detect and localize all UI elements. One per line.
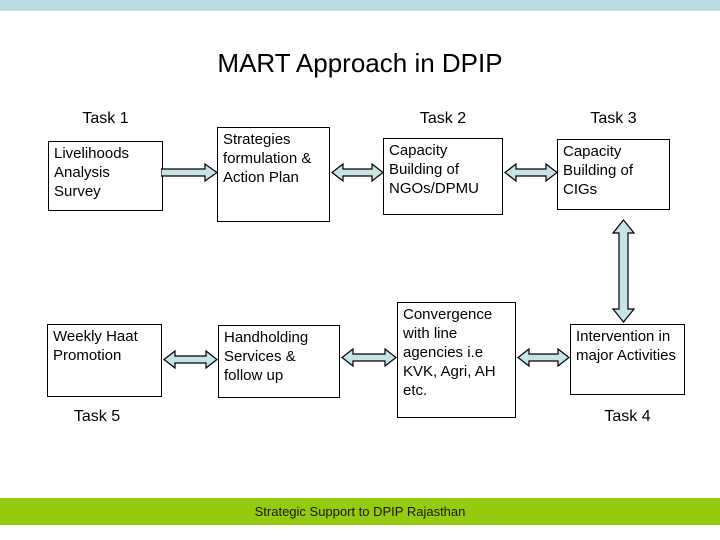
- task-1-label: Task 1: [82, 110, 129, 127]
- task-3-label: Task 3: [590, 110, 637, 127]
- arrow-weekly-haat-handholding-double-icon: [163, 349, 218, 370]
- box-capacity-building-ngos-dpmu: Capacity Building of NGOs/DPMU: [383, 138, 503, 215]
- arrow-convergence-intervention-double-icon: [517, 347, 570, 368]
- arrow-livelihoods-to-strategies-icon: [161, 162, 218, 183]
- slide-title: MART Approach in DPIP: [217, 48, 503, 78]
- task-5-label: Task 5: [73, 408, 121, 425]
- footer-accent-bar: Strategic Support to DPIP Rajasthan: [0, 498, 720, 525]
- box-handholding-services-follow-up: Handholding Services & follow up: [218, 325, 340, 398]
- arrow-strategies-capacity-ngos-double-icon: [331, 162, 384, 183]
- footer-text: Strategic Support to DPIP Rajasthan: [254, 504, 466, 519]
- box-livelihoods-analysis-survey: Livelihoods Analysis Survey: [48, 141, 163, 211]
- box-intervention-major-activities: Intervention in major Activities: [570, 324, 685, 395]
- top-accent-bar: [0, 0, 720, 11]
- box-strategies-formulation-action-plan: Strategies formulation & Action Plan: [217, 127, 330, 222]
- box-convergence-line-agencies: Convergence with line agencies i.e KVK, …: [397, 302, 516, 418]
- arrow-handholding-convergence-double-icon: [341, 347, 397, 368]
- arrow-capacity-ngos-capacity-cigs-double-icon: [504, 162, 558, 183]
- task-2-label: Task 2: [419, 110, 467, 127]
- task-4-label: Task 4: [604, 408, 651, 425]
- box-capacity-building-cigs: Capacity Building of CIGs: [557, 139, 670, 210]
- box-weekly-haat-promotion: Weekly Haat Promotion: [47, 324, 162, 397]
- arrow-capacity-cigs-intervention-vertical-double-icon: [610, 219, 637, 323]
